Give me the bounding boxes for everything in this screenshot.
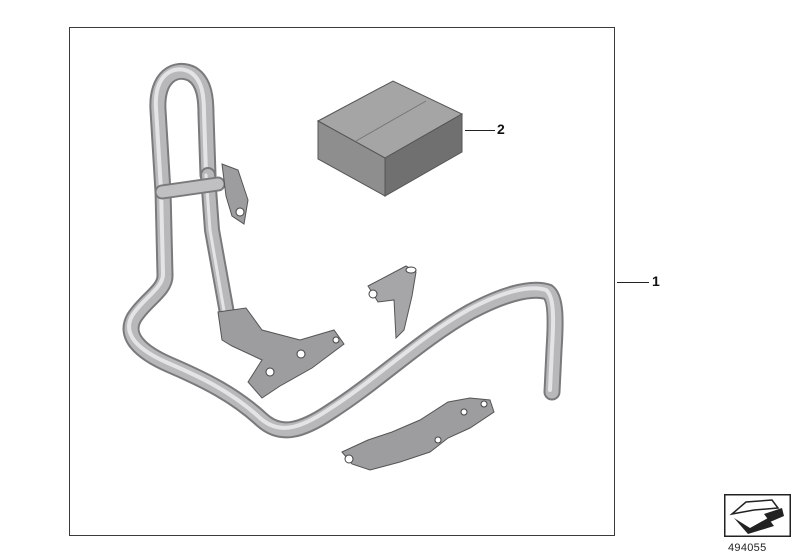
- item-2-box: [316, 80, 464, 197]
- diagram-frame: [69, 27, 615, 536]
- arrow-corner-icon: [724, 494, 791, 537]
- leader-line-item-2: [465, 130, 495, 131]
- leader-line-item-1: [617, 282, 649, 283]
- callout-item-1: 1: [652, 273, 660, 289]
- callout-item-2: 2: [497, 121, 505, 137]
- item-1-crash-bar: [122, 62, 564, 471]
- reference-number: 494055: [728, 542, 767, 554]
